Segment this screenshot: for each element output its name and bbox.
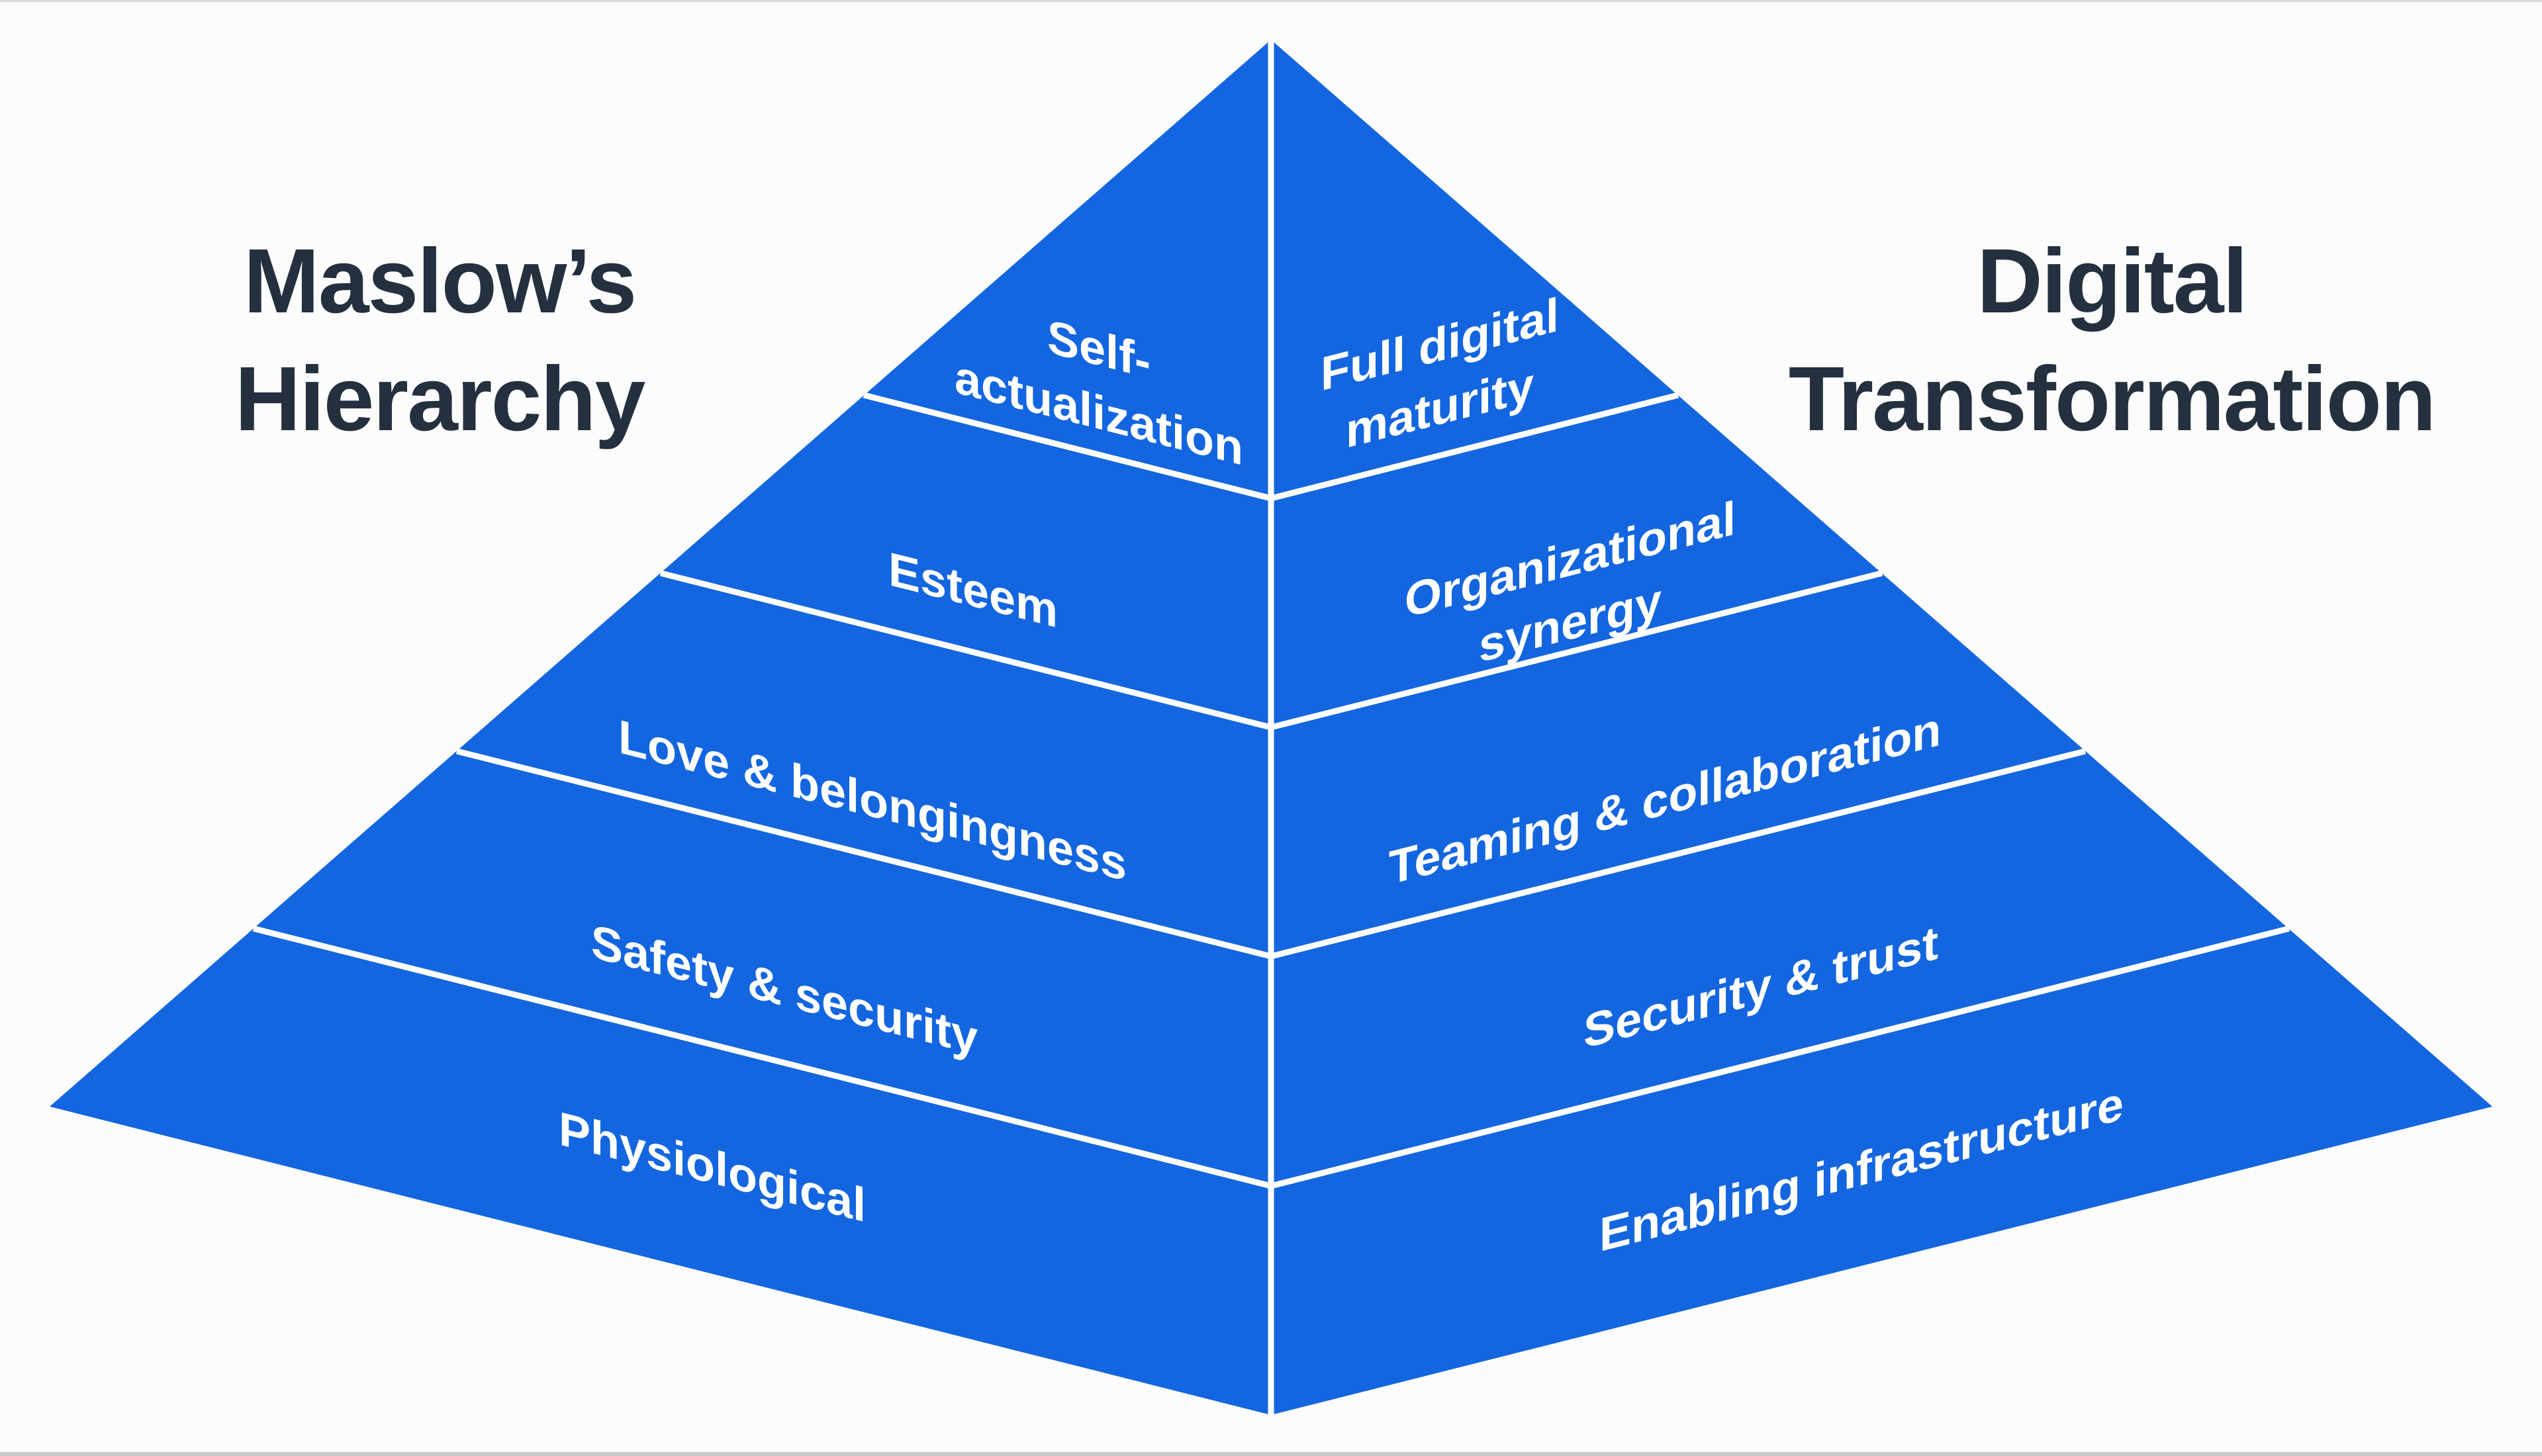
pyramid-left-face [50, 40, 1271, 1415]
right-title: Digital Transformation [1789, 230, 2436, 450]
frame-top-edge [0, 0, 2542, 2]
left-divider-1 [863, 392, 1272, 502]
left-title-line-1: Maslow’s [244, 230, 636, 332]
right-divider-1 [1270, 392, 1679, 502]
right-title-line-2: Transformation [1789, 348, 2435, 450]
left-divider-3 [455, 748, 1272, 960]
left-title-line-2: Hierarchy [235, 348, 646, 450]
left-face-dividers [252, 392, 1272, 1189]
left-divider-2 [659, 570, 1272, 731]
right-face-dividers [1270, 392, 2290, 1189]
left-divider-4 [252, 925, 1272, 1189]
pyramid [50, 40, 2492, 1415]
right-divider-2 [1270, 570, 1883, 731]
pyramid-right-face [1271, 40, 2492, 1415]
frame-bottom-bar [0, 1452, 2542, 1456]
left-title: Maslow’s Hierarchy [235, 230, 647, 450]
right-title-line-1: Digital [1977, 230, 2247, 332]
right-divider-3 [1270, 748, 2087, 960]
right-divider-4 [1270, 925, 2290, 1189]
